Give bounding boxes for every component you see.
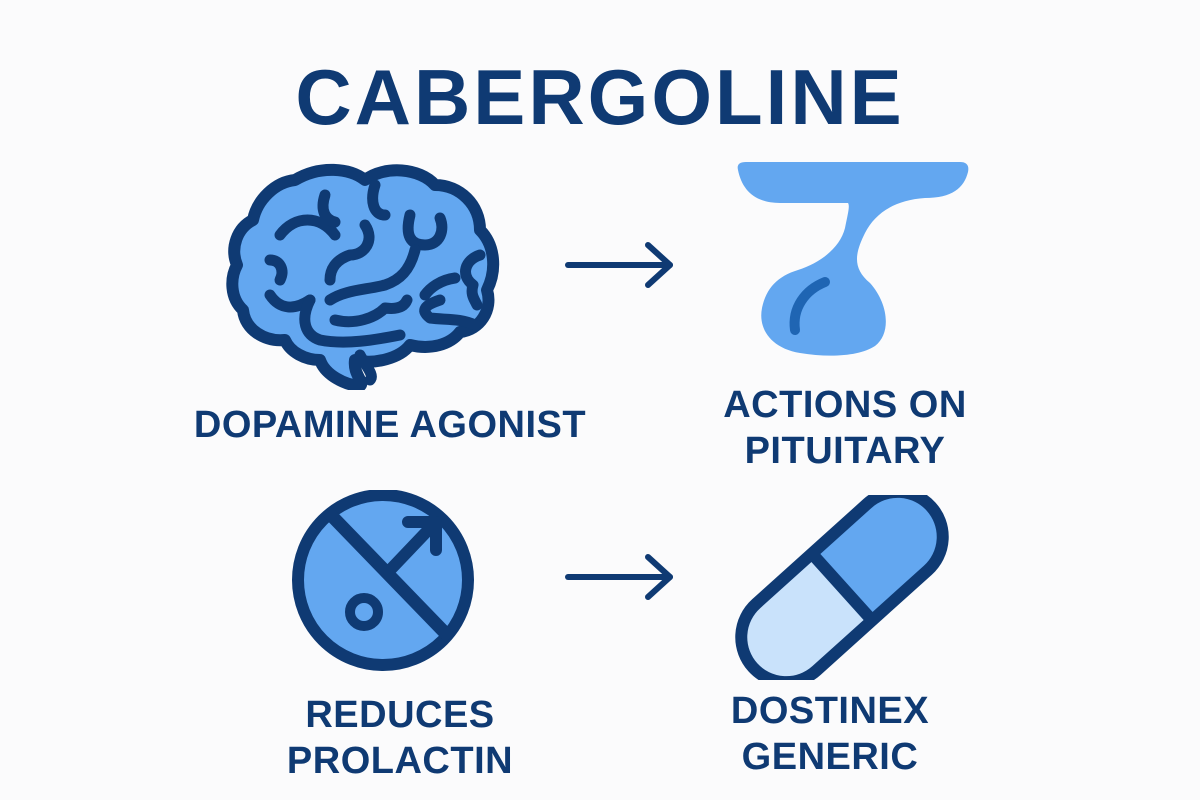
node-label-actions-on-pituitary: ACTIONS ON PITUITARY	[700, 382, 990, 474]
prohibited-hormone-icon	[292, 490, 474, 671]
label-line: DOPAMINE AGONIST	[193, 404, 587, 446]
label-line: PITUITARY	[744, 430, 946, 472]
arrow-right-icon	[565, 242, 673, 288]
brain-icon	[226, 163, 500, 390]
arrow-right-icon	[565, 554, 673, 600]
label-line: ACTIONS ON	[723, 384, 967, 426]
node-label-reduces-prolactin: REDUCES PROLACTIN	[190, 692, 610, 784]
node-label-dopamine-agonist: DOPAMINE AGONIST	[190, 402, 590, 448]
page-title: CABERGOLINE	[295, 53, 905, 141]
label-line: DOSTINEX	[730, 690, 930, 732]
capsule-pill-icon	[735, 495, 950, 680]
label-line: REDUCES PROLACTIN	[286, 694, 514, 782]
node-label-dostinex-generic: DOSTINEX GENERIC	[700, 688, 960, 780]
label-line: GENERIC	[741, 736, 919, 778]
pituitary-gland-icon	[737, 162, 969, 356]
